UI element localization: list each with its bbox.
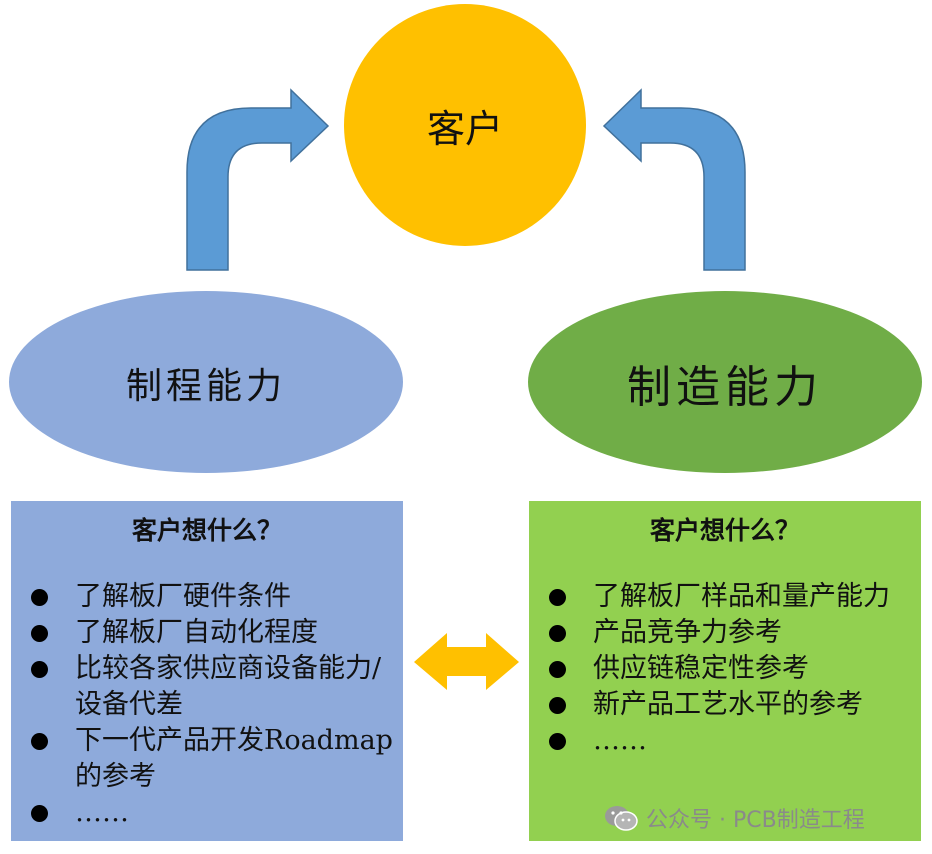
wechat-icon bbox=[605, 806, 638, 831]
right-box-title: 客户想什么？ bbox=[649, 516, 800, 545]
list-item-text: 了解板厂硬件条件 bbox=[75, 581, 291, 612]
list-item: 了解板厂样品和量产能力 bbox=[543, 579, 913, 615]
manufacturing-capability-label: 制造能力 bbox=[627, 362, 823, 413]
list-item: 下一代产品开发Roadmap的参考 bbox=[25, 723, 395, 795]
bullet-icon bbox=[549, 625, 566, 642]
list-item: 了解板厂自动化程度 bbox=[25, 615, 395, 651]
customer-label: 客户 bbox=[426, 106, 503, 151]
list-item-text: 了解板厂样品和量产能力 bbox=[593, 581, 890, 612]
left-bent-arrow bbox=[186, 88, 330, 271]
list-item: 比较各家供应商设备能力/设备代差 bbox=[25, 651, 395, 723]
bullet-icon bbox=[31, 805, 48, 822]
left-box-title: 客户想什么？ bbox=[131, 516, 282, 545]
bullet-icon bbox=[549, 589, 566, 606]
bullet-icon bbox=[31, 625, 48, 642]
watermark-text: 公众号 · PCB制造工程 bbox=[646, 808, 865, 833]
list-item: 供应链稳定性参考 bbox=[543, 651, 913, 687]
list-item-text: 供应链稳定性参考 bbox=[593, 653, 809, 684]
list-item-text: 比较各家供应商设备能力/设备代差 bbox=[75, 653, 382, 720]
left-bullet-list: 了解板厂硬件条件 了解板厂自动化程度 比较各家供应商设备能力/设备代差 下一代产… bbox=[25, 579, 395, 831]
list-item-text: 下一代产品开发Roadmap的参考 bbox=[75, 725, 393, 792]
right-info-box: 客户想什么？ 了解板厂样品和量产能力 产品竞争力参考 供应链稳定性参考 新产品工… bbox=[529, 501, 921, 841]
watermark: 公众号 · PCB制造工程 bbox=[604, 803, 865, 833]
list-item: …… bbox=[25, 795, 395, 831]
bullet-icon bbox=[549, 661, 566, 678]
list-item-text: …… bbox=[75, 797, 129, 828]
list-item: 了解板厂硬件条件 bbox=[25, 579, 395, 615]
list-item-text: 产品竞争力参考 bbox=[593, 617, 782, 648]
bullet-icon bbox=[549, 733, 566, 750]
bullet-icon bbox=[31, 661, 48, 678]
process-capability-label: 制程能力 bbox=[125, 366, 286, 407]
list-item: 产品竞争力参考 bbox=[543, 615, 913, 651]
bullet-icon bbox=[31, 589, 48, 606]
list-item-text: 了解板厂自动化程度 bbox=[75, 617, 318, 648]
left-info-box: 客户想什么？ 了解板厂硬件条件 了解板厂自动化程度 比较各家供应商设备能力/设备… bbox=[11, 501, 403, 841]
right-bent-arrow bbox=[602, 88, 746, 271]
bullet-icon bbox=[549, 697, 566, 714]
manufacturing-capability-ellipse bbox=[528, 291, 922, 473]
list-item-text: …… bbox=[593, 725, 647, 756]
list-item-text: 新产品工艺水平的参考 bbox=[593, 689, 863, 720]
bullet-icon bbox=[31, 733, 48, 750]
list-item: …… bbox=[543, 723, 913, 759]
customer-circle bbox=[344, 4, 586, 246]
list-item: 新产品工艺水平的参考 bbox=[543, 687, 913, 723]
double-arrow bbox=[414, 633, 519, 690]
right-bullet-list: 了解板厂样品和量产能力 产品竞争力参考 供应链稳定性参考 新产品工艺水平的参考 … bbox=[543, 579, 913, 759]
process-capability-ellipse bbox=[9, 291, 403, 473]
